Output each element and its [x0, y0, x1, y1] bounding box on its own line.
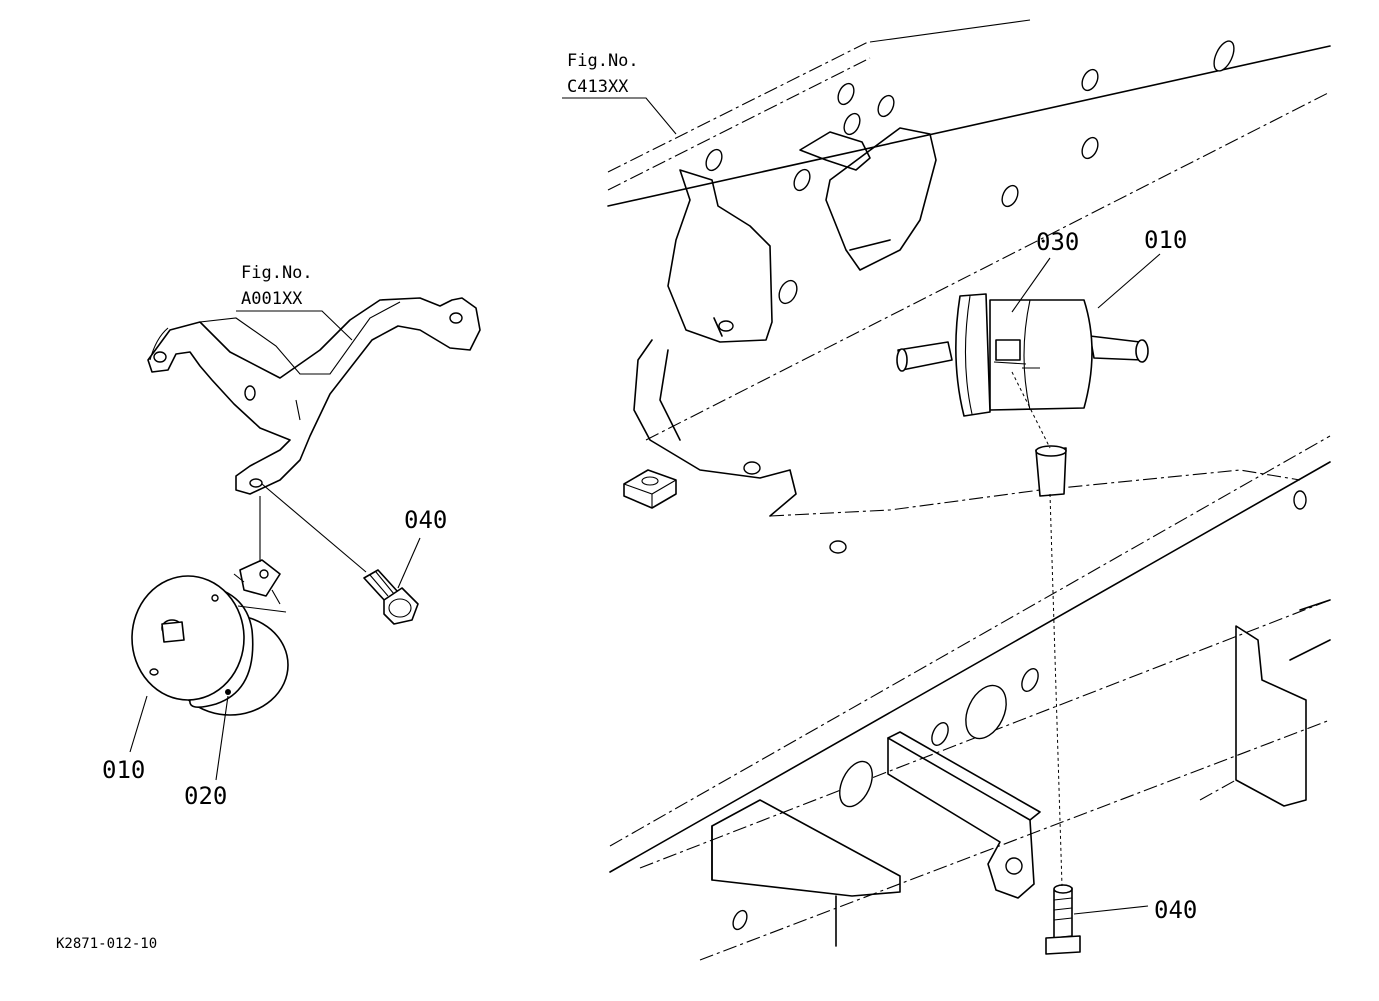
hose-clamp-part-030 [1035, 445, 1067, 497]
leader-lines [129, 97, 1161, 915]
fig-ref-left-line1: Fig.No. [241, 263, 313, 283]
mount-bracket-upper [633, 169, 797, 517]
sensor-part-010 [131, 575, 289, 716]
mount-plate [769, 127, 1301, 517]
fuel-filter-part-010 [896, 293, 1149, 417]
callout-right-030: 030 [1036, 228, 1079, 256]
frame-holes [705, 40, 1307, 931]
callout-left-040: 040 [404, 506, 447, 534]
frame-rail-upper [607, 19, 1331, 441]
bolt-part-040-left [363, 569, 419, 625]
callout-left-010: 010 [102, 756, 145, 784]
callout-left-020: 020 [184, 782, 227, 810]
sensor-bracket [147, 297, 481, 495]
fig-ref-right-line2: C413XX [567, 77, 629, 97]
square-nut [623, 469, 677, 509]
centerlines-right [1011, 371, 1063, 887]
lower-bracket-assembly [711, 599, 1331, 947]
callout-right-040: 040 [1154, 896, 1197, 924]
fig-ref-right-line1: Fig.No. [567, 51, 639, 71]
centerlines-left [259, 483, 367, 573]
drawing-code: K2871-012-10 [56, 936, 157, 952]
callout-right-010: 010 [1144, 226, 1187, 254]
bolt-part-040-right [1045, 884, 1081, 955]
fig-ref-left-line2: A001XX [241, 289, 303, 309]
sensor-clamp [233, 559, 281, 605]
